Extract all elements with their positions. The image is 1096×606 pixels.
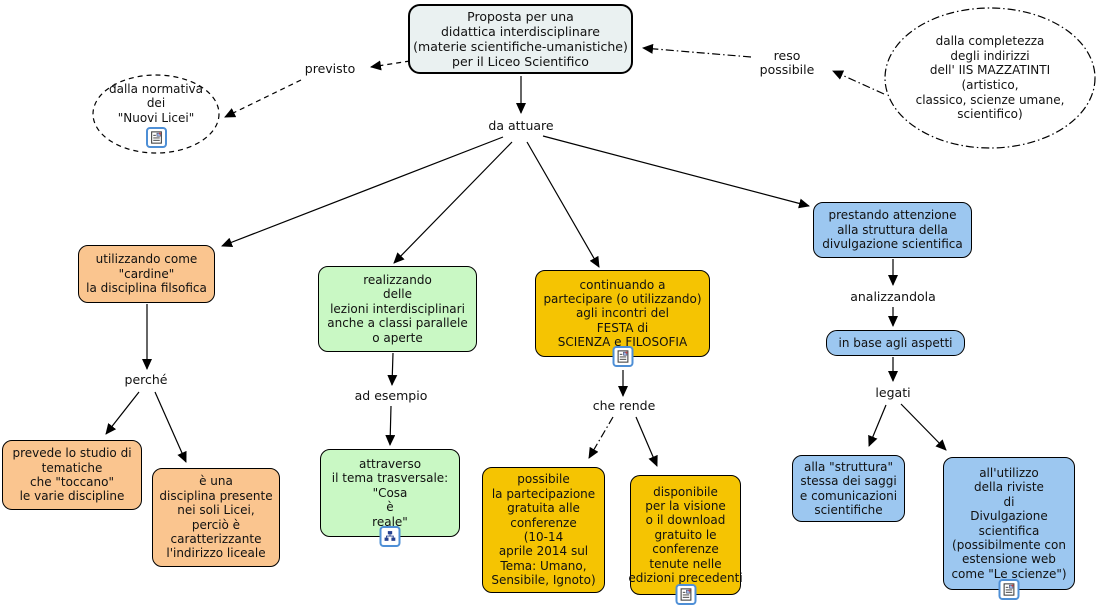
document-resource-icon[interactable] bbox=[145, 127, 167, 149]
node-lezioni-text: realizzando delle lezioni interdisciplin… bbox=[327, 273, 468, 345]
document-glyph bbox=[150, 131, 162, 145]
node-prevede[interactable]: prevede lo studio di tematiche che "tocc… bbox=[2, 440, 142, 510]
connector-cherende-download bbox=[635, 416, 658, 467]
node-riviste-text: all'utilizzo della riviste di Divulgazio… bbox=[951, 465, 1067, 581]
node-cardine-text: utilizzando come "cardine" la disciplina… bbox=[86, 252, 207, 296]
node-struttura-text: alla "struttura" stessa dei saggi e comu… bbox=[799, 459, 898, 517]
node-cardine[interactable]: utilizzando come "cardine" la disciplina… bbox=[78, 245, 215, 303]
connector-legati-struttura bbox=[868, 404, 887, 447]
connector-daattuare-festa bbox=[526, 141, 600, 268]
ellipse-border-normativa bbox=[92, 74, 220, 154]
connector-completezza-reso bbox=[832, 70, 885, 95]
document-glyph bbox=[680, 588, 691, 601]
node-completezza-text: dalla completezza degli indirizzi dell' … bbox=[915, 34, 1065, 122]
node-download[interactable]: disponibile per la visione o il download… bbox=[628, 475, 743, 605]
node-riviste[interactable]: all'utilizzo della riviste di Divulgazio… bbox=[943, 457, 1075, 600]
concept-map-glyph bbox=[384, 531, 396, 541]
connector-perche-prevede bbox=[105, 391, 140, 435]
node-prevede-text: prevede lo studio di tematiche che "tocc… bbox=[12, 446, 132, 504]
node-struttura[interactable]: alla "struttura" stessa dei saggi e comu… bbox=[792, 455, 905, 522]
link-label-analizzandola[interactable]: analizzandola bbox=[847, 289, 939, 305]
connector-legati-riviste bbox=[900, 403, 947, 451]
document-resource-icon[interactable] bbox=[612, 346, 633, 367]
node-disciplina-text: è una disciplina presente nei soli Licei… bbox=[159, 474, 273, 561]
connector-daattuare-cardine bbox=[221, 136, 504, 248]
node-proposta-text: Proposta per una didattica interdiscipli… bbox=[413, 9, 628, 69]
document-resource-icon[interactable] bbox=[675, 584, 696, 605]
connector-adesempio-tema bbox=[385, 405, 396, 446]
connector-daattuare-lezioni bbox=[393, 141, 513, 264]
connector-previsto-normativa bbox=[224, 79, 302, 118]
node-partecipazione-text: possibile la partecipazione gratuita all… bbox=[491, 472, 596, 588]
link-label-che-rende[interactable]: che rende bbox=[589, 398, 659, 414]
connector-cherende-partecipazione bbox=[588, 416, 614, 459]
node-tema[interactable]: attraverso il tema trasversale: "Cosa è … bbox=[320, 449, 460, 547]
link-label-reso-possibile[interactable]: reso possibile bbox=[756, 48, 818, 78]
node-proposta[interactable]: Proposta per una didattica interdiscipli… bbox=[408, 4, 633, 74]
connector-reso-main bbox=[642, 43, 752, 58]
link-label-previsto[interactable]: previsto bbox=[301, 61, 359, 77]
node-partecipazione[interactable]: possibile la partecipazione gratuita all… bbox=[482, 467, 605, 593]
link-label-da-attuare[interactable]: da attuare bbox=[485, 118, 557, 134]
link-label-legati[interactable]: legati bbox=[872, 385, 914, 401]
node-normativa-text: dalla normativa dei "Nuovi Licei" bbox=[108, 81, 203, 125]
link-label-perche[interactable]: perché bbox=[121, 372, 171, 388]
node-completezza[interactable]: dalla completezza degli indirizzi dell' … bbox=[885, 8, 1095, 148]
node-download-text: disponibile per la visione o il download… bbox=[628, 484, 743, 585]
node-tema-text: attraverso il tema trasversale: "Cosa è … bbox=[331, 457, 449, 529]
connector-daattuare-prestando bbox=[542, 135, 810, 209]
node-prestando[interactable]: prestando attenzione alla struttura dell… bbox=[813, 202, 972, 258]
document-resource-icon[interactable] bbox=[998, 579, 1020, 600]
node-aspetti-text: in base agli aspetti bbox=[838, 335, 953, 350]
node-prestando-text: prestando attenzione alla struttura dell… bbox=[822, 208, 963, 252]
connector-main-previsto bbox=[370, 60, 411, 71]
node-normativa[interactable]: dalla normativa dei "Nuovi Licei" bbox=[93, 76, 219, 154]
ellipse-border-completezza bbox=[884, 7, 1096, 149]
node-lezioni[interactable]: realizzando delle lezioni interdisciplin… bbox=[318, 266, 477, 352]
connector-perche-disciplina bbox=[154, 391, 187, 463]
node-festa-text: continuando a partecipare (o utilizzando… bbox=[543, 277, 702, 350]
document-glyph bbox=[1003, 583, 1015, 596]
node-disciplina[interactable]: è una disciplina presente nei soli Licei… bbox=[152, 468, 280, 567]
connector-lezioni-adesempio bbox=[387, 352, 398, 386]
node-festa[interactable]: continuando a partecipare (o utilizzando… bbox=[535, 270, 710, 367]
node-aspetti[interactable]: in base agli aspetti bbox=[826, 330, 965, 356]
link-label-ad-esempio[interactable]: ad esempio bbox=[351, 388, 431, 404]
document-glyph bbox=[617, 350, 628, 363]
concept-map-resource-icon[interactable] bbox=[379, 526, 401, 547]
